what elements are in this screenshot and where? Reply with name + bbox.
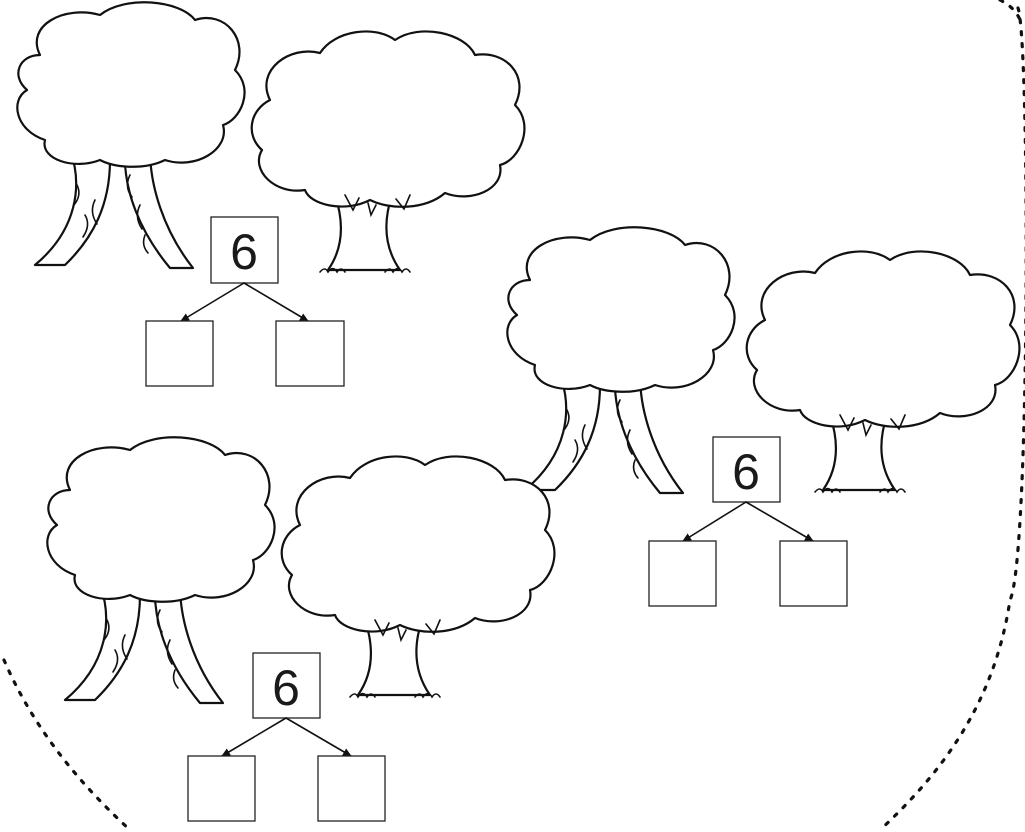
part-box-left[interactable]: [187, 755, 256, 822]
dotted-arc-top-right: [998, 0, 1024, 27]
bare-tree-illustration: [46, 436, 276, 705]
total-box: [252, 652, 321, 719]
bond-arrow-left: [682, 501, 747, 542]
bond-arrow-right: [285, 717, 352, 757]
part-box-right[interactable]: [779, 540, 848, 607]
number-bond-group: 6: [506, 226, 1021, 607]
bare-tree-illustration: [506, 226, 736, 495]
oak-tree-illustration: [250, 30, 526, 274]
total-box: [712, 436, 781, 503]
part-box-left[interactable]: [648, 540, 717, 607]
total-number: 6: [272, 660, 300, 716]
bond-arrow-right: [745, 501, 814, 542]
bond-arrow-left: [180, 282, 245, 322]
part-box-right[interactable]: [275, 320, 345, 387]
oak-tree-illustration: [280, 455, 556, 699]
bond-arrow-right: [243, 282, 309, 322]
part-box-left[interactable]: [145, 320, 214, 387]
bond-arrow-left: [221, 717, 287, 757]
part-box-right[interactable]: [317, 755, 386, 822]
number-bond-group: 6: [46, 436, 556, 822]
total-number: 6: [732, 444, 760, 500]
oak-tree-illustration: [745, 250, 1021, 494]
number-bond-group: 6: [16, 1, 526, 387]
total-number: 6: [230, 224, 258, 280]
dotted-arc-left: [2, 658, 132, 832]
